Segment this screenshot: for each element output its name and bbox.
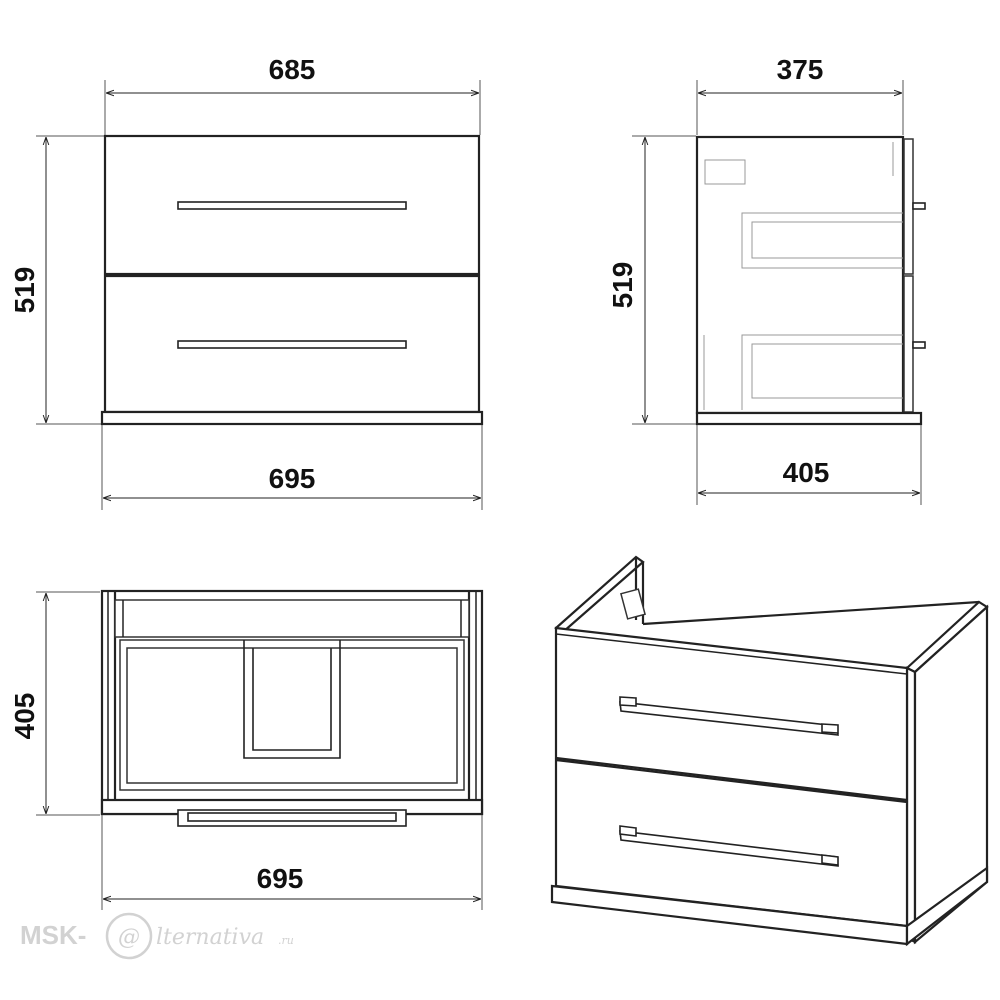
watermark-at: @: [118, 925, 140, 950]
top-view: 405 695: [9, 589, 484, 910]
side-top-handle: [912, 202, 926, 210]
iso-wall-bracket: [620, 588, 646, 620]
side-top-drawer-edge: [903, 138, 914, 275]
top-drawer-handle: [177, 201, 407, 210]
dimension-top-width: 695: [257, 863, 304, 894]
side-view: 375 519 405: [607, 54, 926, 505]
front-view: 685 519 695: [9, 54, 484, 510]
watermark-domain: .ru: [278, 934, 294, 947]
dimension-side-height: 519: [607, 262, 638, 309]
side-plinth: [695, 411, 923, 426]
top-view-handle-bar: [187, 812, 397, 822]
watermark-prefix: MSK-: [20, 920, 86, 950]
watermark-suffix: lternativa: [156, 925, 264, 950]
dimension-side-bottom-depth: 405: [783, 457, 830, 488]
iso-bottom-handle: [619, 830, 839, 867]
side-bottom-drawer-edge: [903, 275, 914, 413]
side-bottom-handle: [912, 341, 926, 349]
watermark-logo: MSK- @ lternativa .ru: [20, 912, 294, 960]
dimension-front-top-width: 685: [269, 54, 316, 85]
side-panel: [695, 135, 905, 415]
top-drawer-front: [103, 134, 481, 276]
isometric-view: [550, 555, 989, 947]
bottom-drawer-handle: [177, 340, 407, 349]
back-panel: [114, 599, 470, 638]
plinth: [100, 410, 484, 426]
dimension-front-bottom-width: 695: [269, 463, 316, 494]
drawer-inner: [126, 647, 458, 784]
dimension-side-top-depth: 375: [777, 54, 824, 85]
dimension-top-depth: 405: [9, 693, 40, 740]
iso-top-handle: [619, 701, 839, 736]
dimension-front-height: 519: [9, 267, 40, 314]
wall-bracket: [704, 159, 746, 185]
